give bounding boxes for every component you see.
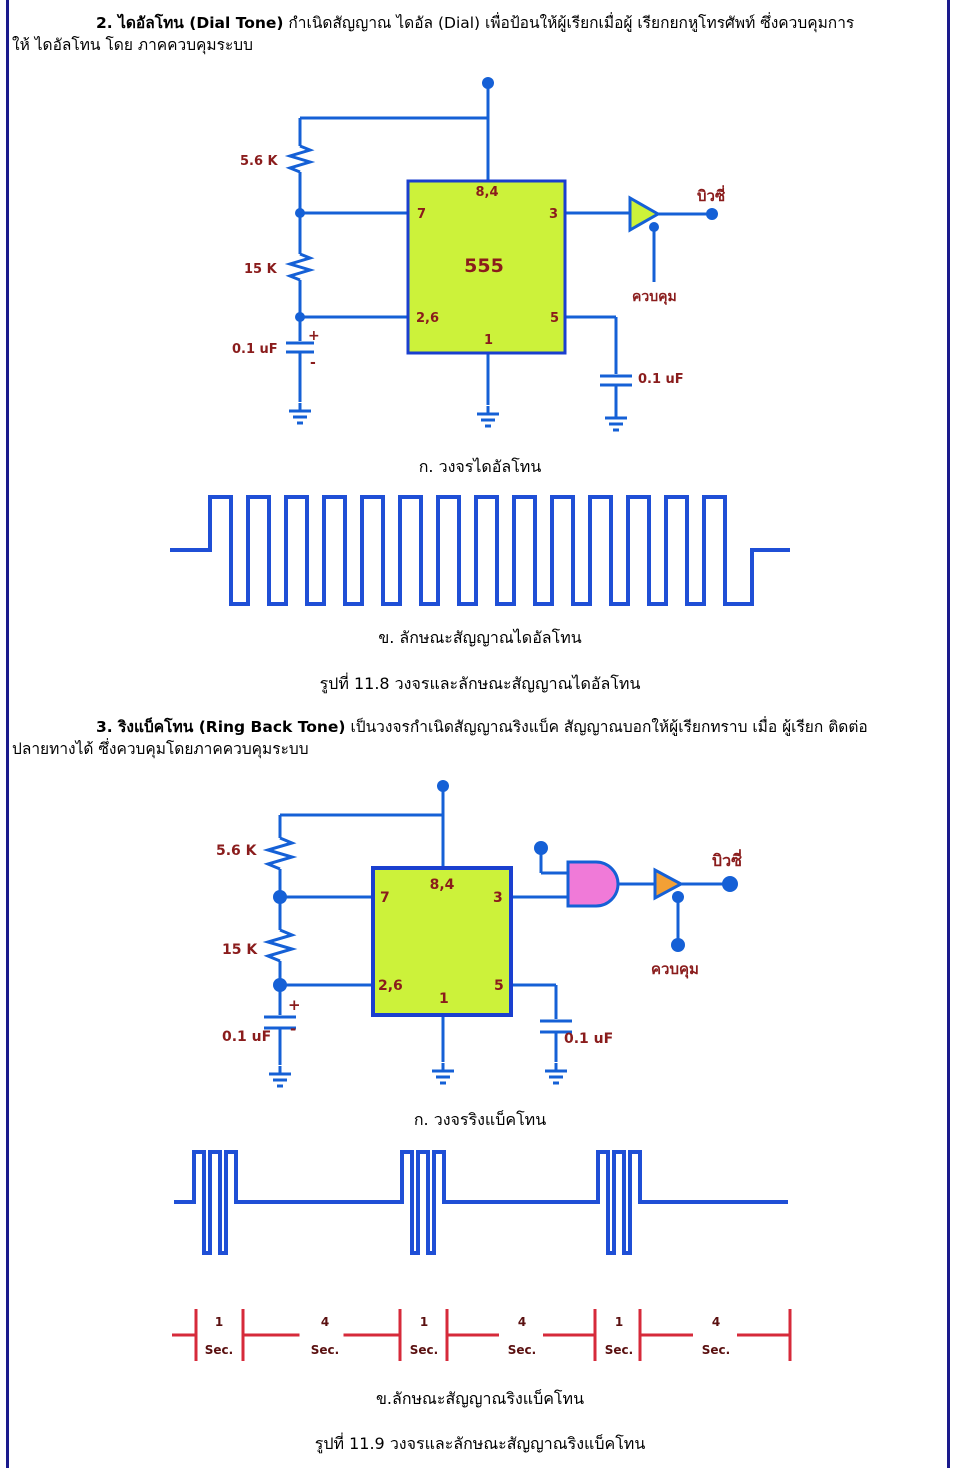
output-label: บิวซี่ [712,849,742,870]
pin-5-label: 5 [550,311,559,326]
output-label: บิวซี่ [697,185,725,205]
pin-26-label: 2,6 [378,978,403,994]
section-3-paragraph: 3. ริงแบ็คโทน (Ring Back Tone) เป็นวงจรก… [12,716,948,760]
and-gate [566,860,620,908]
pin-84-label: 8,4 [475,185,498,200]
r2-label: 15 K [222,942,258,958]
section-2-heading: 2. ไดอัลโทน (Dial Tone) [96,14,284,32]
fig-11-8-title: รูปที่ 11.8 วงจรและลักษณะสัญญาณไดอัลโทน [319,674,641,693]
fig-11-8-caption-b: ข. ลักษณะสัญญาณไดอัลโทน [378,628,582,647]
pin-7-label: 7 [380,890,390,906]
ground-symbol [287,401,313,425]
timing-value: 1 [615,1315,623,1329]
fig-11-8-caption-a: ก. วงจรไดอัลโทน [418,457,542,476]
ground-symbol [475,404,501,428]
timing-value: 4 [518,1315,526,1329]
chip-label: 555 [464,255,504,277]
plus-sign: + [308,328,320,344]
pin-3-label: 3 [493,890,503,906]
pin-84-label: 8,4 [430,877,455,893]
pin-3-label: 3 [549,207,558,222]
timing-value: 1 [215,1315,223,1329]
resistor-5k6 [262,836,298,871]
c2-label: 0.1 uF [638,372,684,387]
timing-unit: Sec. [605,1343,633,1357]
pin-7-label: 7 [417,207,426,222]
output-buffer [653,867,685,901]
r2-label: 15 K [244,262,278,277]
pin-1-label: 1 [484,333,493,348]
control-label: ควบคุม [651,960,699,979]
ground-symbol [267,1064,293,1088]
output-buffer [628,195,662,233]
c1-label: 0.1 uF [232,342,278,357]
ring-back-circuit [262,780,738,1065]
section-2-paragraph: 2. ไดอัลโทน (Dial Tone) กำเนิดสัญญาณ ไดอ… [12,12,948,56]
resistor-15k [284,252,316,282]
ground-symbol [603,408,629,432]
timing-value: 4 [321,1315,329,1329]
resistor-15k [262,928,298,963]
timing-unit: Sec. [508,1343,536,1357]
c1-label: 0.1 uF [222,1029,271,1045]
minus-sign: - [310,355,316,371]
pin-1-label: 1 [439,991,449,1007]
timing-unit: Sec. [311,1343,339,1357]
c2-label: 0.1 uF [564,1031,613,1047]
output-node [722,876,738,892]
r1-label: 5.6 K [240,154,279,169]
ring-back-waveform [174,1150,788,1255]
output-node [706,208,718,220]
section-2-text-line2: ให้ ไดอัลโทน โดย ภาคควบคุมระบบ [12,36,253,54]
timing-unit: Sec. [205,1343,233,1357]
fig-11-9-caption-a: ก. วงจรริงแบ็คโทน [413,1110,547,1129]
ground-symbol [543,1061,569,1085]
pin-5-label: 5 [494,978,504,994]
page-frame [6,0,950,1468]
dial-tone-circuit [284,77,718,410]
minus-sign: - [290,1020,296,1038]
timing-value: 4 [712,1315,720,1329]
section-2-text-line1: กำเนิดสัญญาณ ไดอัล (Dial) เพื่อป้อนให้ผู… [283,14,855,32]
section-3-text-line1: เป็นวงจรกำเนิดสัญญาณริงแบ็ค สัญญาณบอกให้… [345,718,868,736]
control-label: ควบคุม [632,289,677,305]
pin-26-label: 2,6 [416,311,439,326]
r1-label: 5.6 K [216,843,258,859]
ground-symbol [430,1061,456,1085]
section-3-text-line2: ปลายทางได้ ซึ่งควบคุมโดยภาคควบคุมระบบ [12,740,309,758]
timing-unit: Sec. [702,1343,730,1357]
ic-555-chip [406,179,567,355]
timing-unit: Sec. [410,1343,438,1357]
ic-555-chip [371,866,513,1017]
dial-tone-waveform [170,495,790,606]
section-3-heading: 3. ริงแบ็คโทน (Ring Back Tone) [96,718,346,736]
timing-value: 1 [420,1315,428,1329]
resistor-5k6 [284,144,316,174]
fig-11-9-title: รูปที่ 11.9 วงจรและลักษณะสัญญาณริงแบ็คโท… [314,1434,646,1453]
fig-11-9-caption-b: ข.ลักษณะสัญญาณริงแบ็คโทน [375,1389,584,1408]
plus-sign: + [288,996,301,1014]
